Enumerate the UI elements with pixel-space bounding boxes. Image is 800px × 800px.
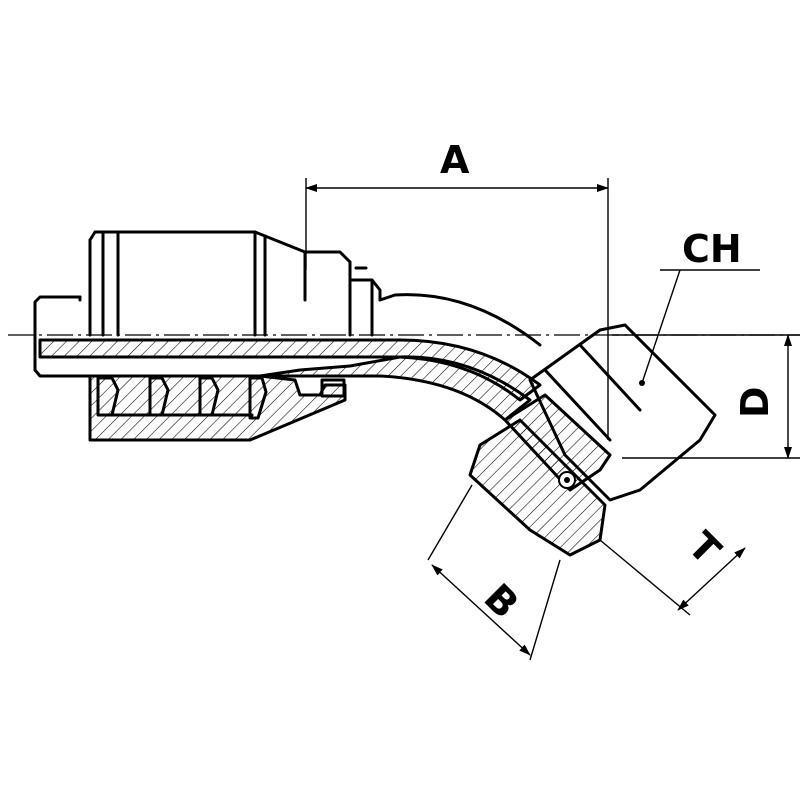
label-CH: CH — [682, 227, 742, 271]
dimension-A: A — [305, 138, 609, 192]
ferrule-body — [88, 230, 307, 337]
label-T: T — [680, 523, 729, 572]
swivel-nut — [468, 323, 717, 557]
nipple-section — [38, 338, 542, 422]
dimension-CH: CH — [641, 227, 742, 384]
hose-insert — [33, 295, 92, 378]
nipple-upper — [303, 250, 542, 347]
o-ring-groove — [320, 378, 346, 398]
dimension-T: T — [677, 523, 746, 611]
dimension-B: B — [431, 564, 531, 656]
dimension-D: D — [733, 334, 792, 459]
extension-lines — [305, 178, 800, 661]
ferrule-section — [88, 374, 347, 442]
label-A: A — [440, 138, 470, 182]
label-D: D — [733, 386, 777, 418]
label-B: B — [476, 575, 528, 627]
